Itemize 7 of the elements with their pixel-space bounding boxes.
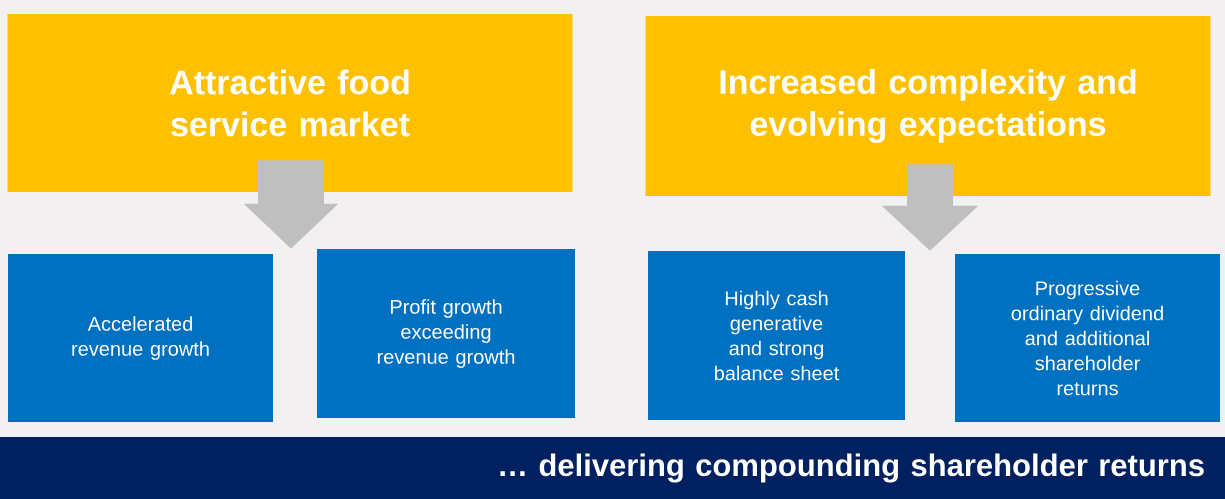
outcome-box: Highly cash generative and strong balance sheet [648,251,905,420]
banner: … delivering compounding shareholder returns [0,437,1225,499]
outcome-box: Profit growth exceeding revenue growth [317,249,575,418]
heading-box: Increased complexity and evolving expectations [645,16,1211,196]
heading-box: Attractive food service market [7,14,573,192]
outcome-box: Progressive ordinary dividend and additional shareholder returns [955,254,1220,422]
outcome-box: Accelerated revenue growth [8,254,273,422]
